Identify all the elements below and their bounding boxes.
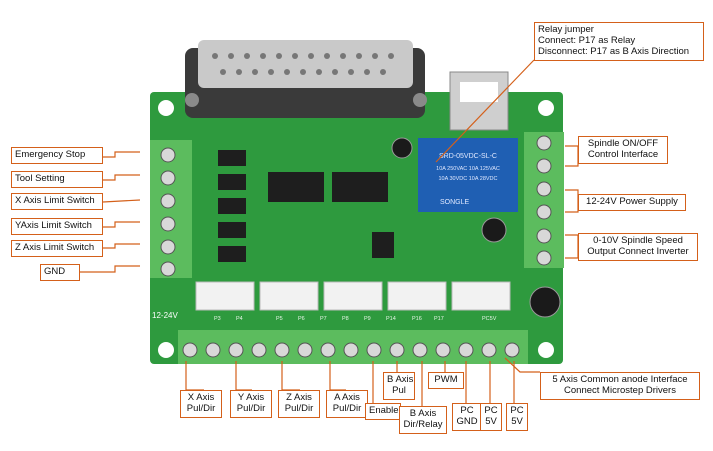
- silk-p3: P3: [214, 316, 221, 322]
- left-terminal-screws: [160, 147, 176, 277]
- relay-rating-text-1: 10A 250VAC 10A 125VAC: [436, 166, 500, 172]
- label-gnd: GND: [40, 264, 80, 281]
- label-power-supply: 12-24V Power Supply: [578, 194, 686, 211]
- silk-12-24v: 12-24V: [152, 311, 178, 320]
- bottom-terminal-screws: [182, 342, 520, 358]
- jst-connectors: [195, 281, 511, 311]
- silk-p8: P8: [342, 316, 349, 322]
- silk-p17: P17: [434, 316, 444, 322]
- ic-chip-2: [332, 172, 388, 202]
- capacitor-right: [529, 286, 561, 318]
- silk-p5: P5: [276, 316, 283, 322]
- ic-chip-small: [372, 232, 394, 258]
- silk-p16: P16: [412, 316, 422, 322]
- label-emergency-stop: Emergency Stop: [11, 147, 103, 164]
- relay-model-text: SRD-05VDC-SL-C: [439, 153, 497, 160]
- optocouplers: [218, 150, 246, 262]
- silk-p4: P4: [236, 316, 243, 322]
- db25-connector-shell: [198, 40, 413, 88]
- left-terminal-block: [150, 140, 192, 278]
- relay-body: [418, 138, 518, 212]
- label-x-axis-limit: X Axis Limit Switch: [11, 193, 103, 210]
- silk-port-labels: P3 P4 P5 P6 P7 P8 P9 P14 P16 P17 PC5V: [214, 316, 497, 322]
- mount-hole-tl: [158, 100, 174, 116]
- mount-hole-bl: [158, 342, 174, 358]
- capacitor-top: [391, 137, 413, 159]
- silk-pc5v: PC5V: [482, 316, 497, 322]
- ic-chip-1: [268, 172, 324, 202]
- silk-p9: P9: [364, 316, 371, 322]
- silk-p14: P14: [386, 316, 396, 322]
- capacitor-mid: [481, 217, 507, 243]
- db25-screw-left: [185, 93, 199, 107]
- label-tool-setting: Tool Setting: [11, 171, 103, 188]
- label-pwm: PWM: [428, 372, 464, 389]
- label-y-axis-limit: YAxis Limit Switch: [11, 218, 103, 235]
- silk-p6: P6: [298, 316, 305, 322]
- label-enable: Enable: [365, 403, 401, 420]
- relay-brand-text: SONGLE: [440, 199, 470, 206]
- silk-p7: P7: [320, 316, 327, 322]
- label-z-axis-limit: Z Axis Limit Switch: [11, 240, 103, 257]
- db25-screw-right: [413, 93, 427, 107]
- db25-pins: [212, 53, 394, 75]
- mount-hole-tr: [538, 100, 554, 116]
- mount-hole-br: [538, 342, 554, 358]
- right-terminal-block: [524, 132, 564, 268]
- relay-rating-text-2: 10A 30VDC 10A 28VDC: [438, 176, 497, 182]
- right-terminal-screws: [536, 135, 552, 266]
